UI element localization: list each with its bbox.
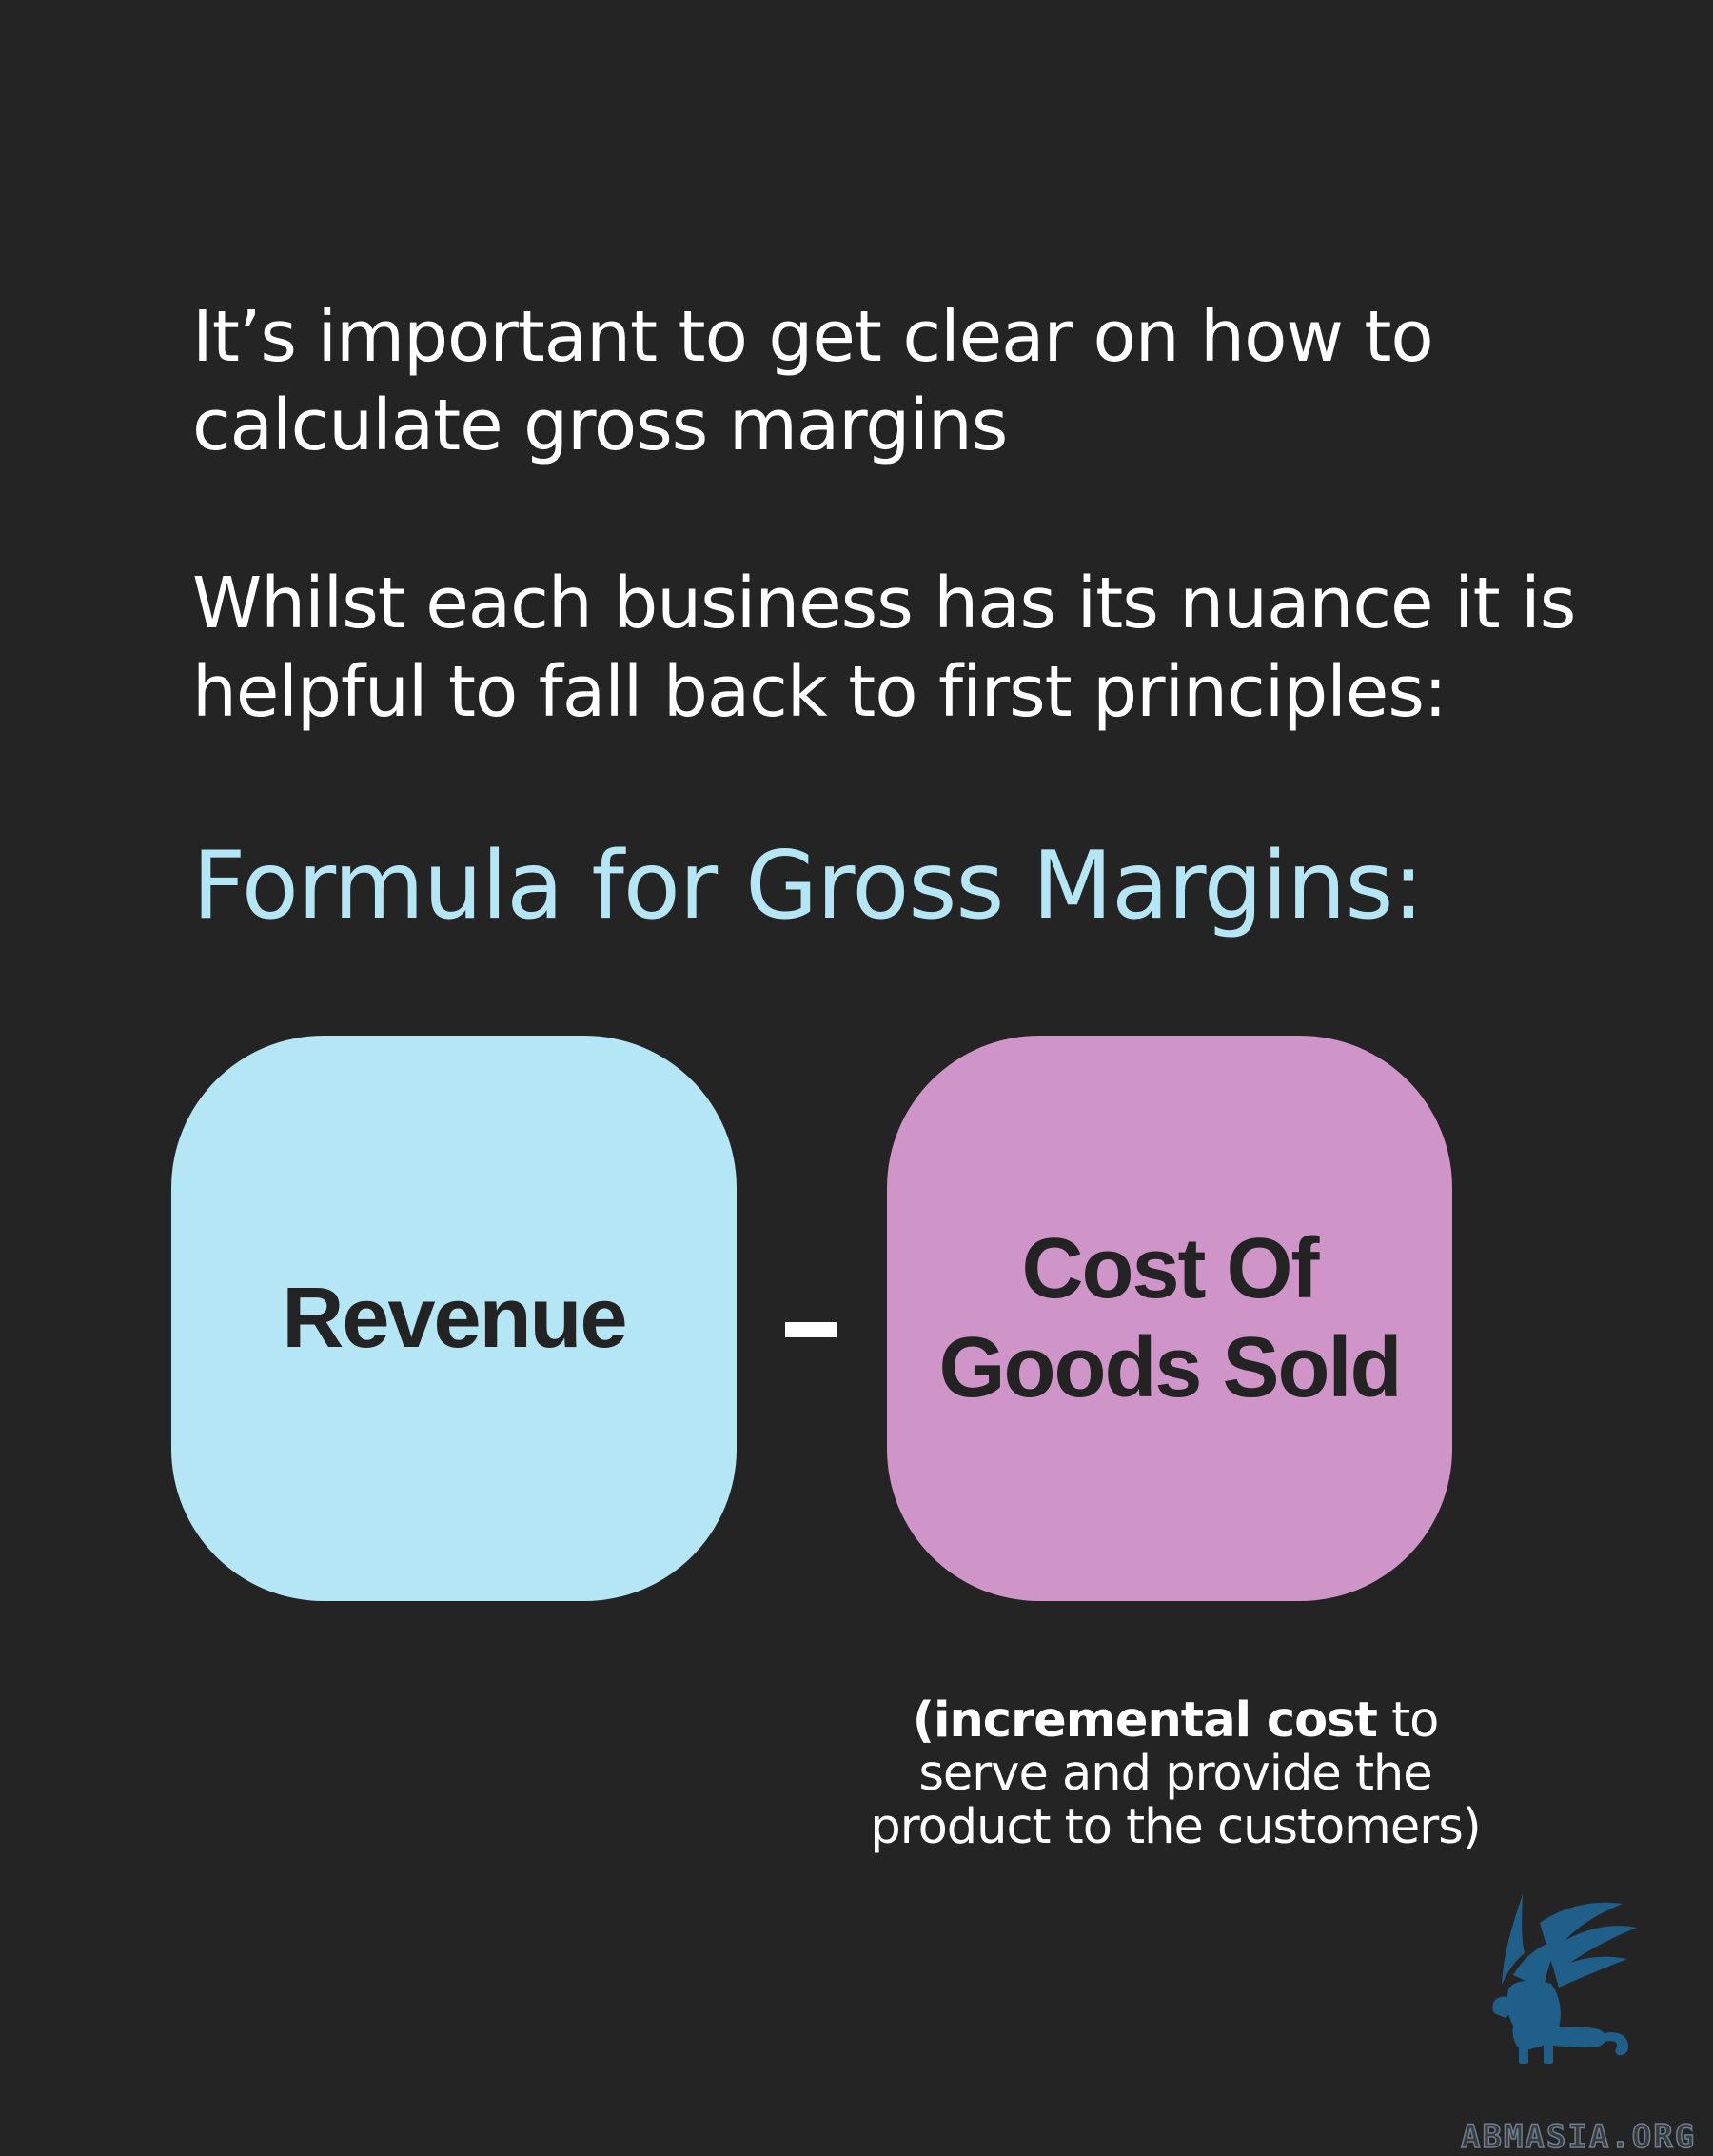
cogs-box: Cost Of Goods Sold [887, 1036, 1452, 1601]
formula-heading: Formula for Gross Margins: [192, 832, 1424, 940]
revenue-box: Revenue [171, 1036, 737, 1601]
griffin-logo-icon [1492, 1894, 1637, 2064]
minus-operator [785, 1322, 837, 1337]
watermark: ABMASIA.ORG [1460, 2118, 1697, 2156]
cogs-label: Cost Of Goods Sold [938, 1221, 1403, 1415]
cogs-note-bold: (incremental cost [912, 1692, 1378, 1749]
revenue-label: Revenue [282, 1271, 627, 1366]
intro-paragraph-2: Whilst each business has its nuance it i… [192, 563, 1576, 733]
cogs-note: (incremental cost to serve and provide t… [856, 1694, 1494, 1854]
intro-paragraph-1: It’s important to get clear on how to ca… [192, 296, 1434, 466]
cogs-note-rest: to serve and provide the product to the … [870, 1692, 1481, 1855]
